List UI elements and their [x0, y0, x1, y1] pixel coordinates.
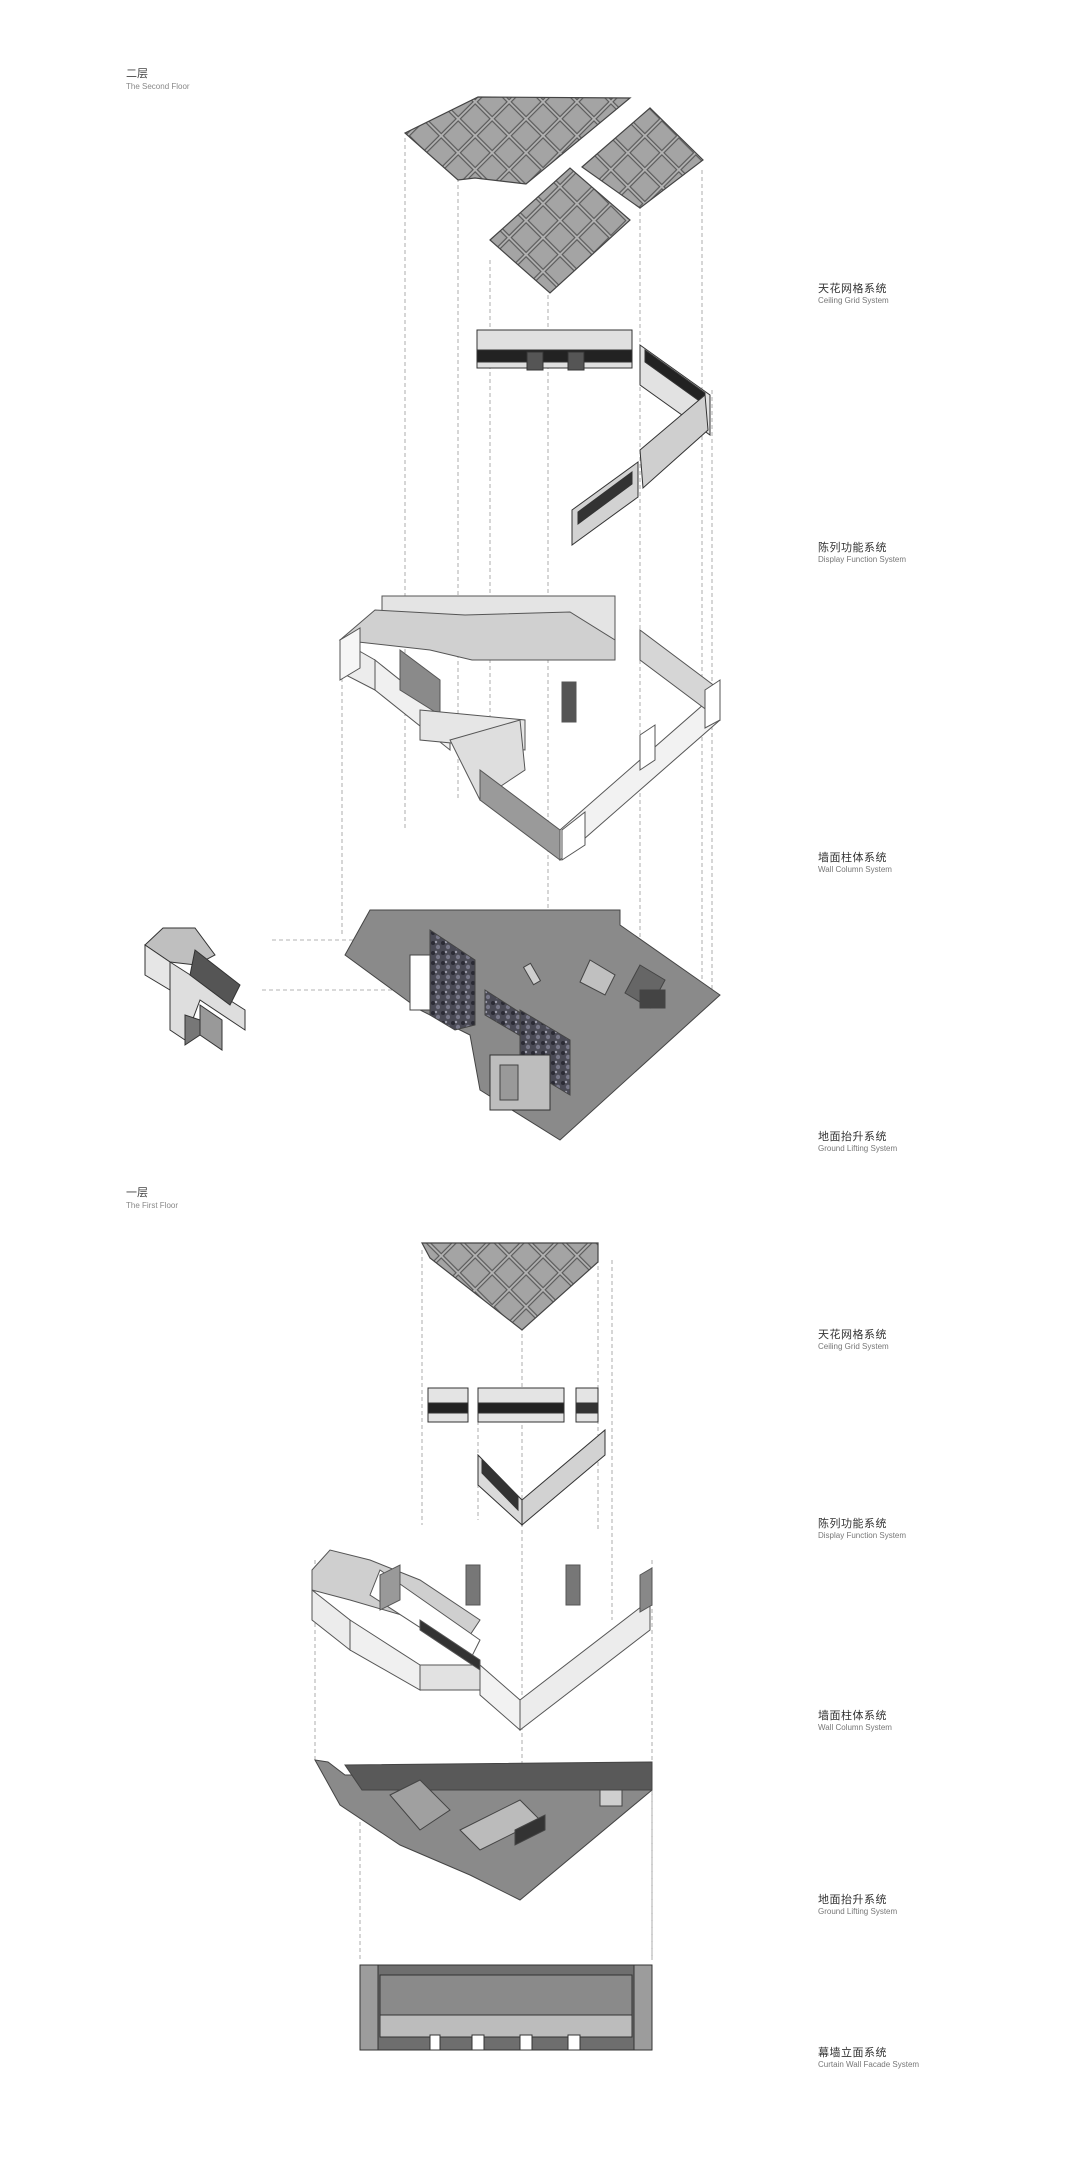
system-label-cn: 陈列功能系统 [818, 542, 887, 554]
system-label-display-2f: 陈列功能系统 Display Function System [818, 541, 906, 566]
system-label-wall-2f: 墙面柱体系统 Wall Column System [818, 851, 892, 876]
system-label-en: Ground Lifting System [818, 1907, 898, 1917]
system-label-en: Ceiling Grid System [818, 296, 889, 306]
system-label-cn: 地面抬升系统 [818, 1131, 887, 1143]
system-label-ground-2f: 地面抬升系统 Ground Lifting System [818, 1130, 897, 1155]
system-label-ground-1f: 地面抬升系统 Ground Lifting System [818, 1893, 897, 1918]
system-label-cn: 陈列功能系统 [818, 1518, 887, 1530]
ceiling-grid-1f [421, 1242, 599, 1331]
system-label-cn: 地面抬升系统 [818, 1894, 887, 1906]
system-label-ceiling-1f: 天花网格系统 Ceiling Grid System [818, 1328, 889, 1353]
projection-guides-2f [262, 138, 713, 1075]
system-label-en: Wall Column System [818, 865, 892, 875]
system-label-curtain-1f: 幕墙立面系统 Curtain Wall Facade System [818, 2046, 919, 2071]
system-label-en: Ground Lifting System [818, 1144, 898, 1154]
system-label-cn: 天花网格系统 [818, 1329, 887, 1341]
system-label-cn: 墙面柱体系统 [818, 1710, 887, 1722]
system-label-en: Curtain Wall Facade System [818, 2060, 920, 2070]
system-label-cn: 墙面柱体系统 [818, 852, 887, 864]
system-label-en: Display Function System [818, 555, 907, 565]
system-label-wall-1f: 墙面柱体系统 Wall Column System [818, 1709, 892, 1734]
second-floor-assembly [144, 96, 721, 1141]
floor-title-en: The Second Floor [126, 81, 190, 91]
floor-title-cn: 一层 [126, 1187, 148, 1199]
ground-lifting-2f [344, 909, 721, 1141]
system-label-en: Wall Column System [818, 1723, 892, 1733]
wall-column-1f [311, 1549, 653, 1732]
floor-title-en: The First Floor [126, 1200, 179, 1210]
system-label-cn: 幕墙立面系统 [818, 2047, 887, 2059]
wall-column-2f [338, 595, 721, 862]
second-floor-title: 二层 The Second Floor [126, 68, 190, 92]
system-label-en: Ceiling Grid System [818, 1342, 889, 1352]
system-label-display-1f: 陈列功能系统 Display Function System [818, 1517, 906, 1542]
first-floor-assembly [311, 1242, 653, 2051]
display-function-2f [476, 329, 711, 546]
first-floor-title: 一层 The First Floor [126, 1187, 178, 1211]
system-label-en: Display Function System [818, 1531, 907, 1541]
curtain-wall-1f [359, 1964, 653, 2051]
display-function-1f [427, 1387, 606, 1527]
system-label-cn: 天花网格系统 [818, 283, 887, 295]
ceiling-grid-2f [403, 96, 704, 294]
ground-lifting-1f [314, 1759, 653, 1901]
floor-title-cn: 二层 [126, 68, 148, 80]
system-label-ceiling-2f: 天花网格系统 Ceiling Grid System [818, 282, 889, 307]
stair-module-2f [144, 927, 246, 1051]
